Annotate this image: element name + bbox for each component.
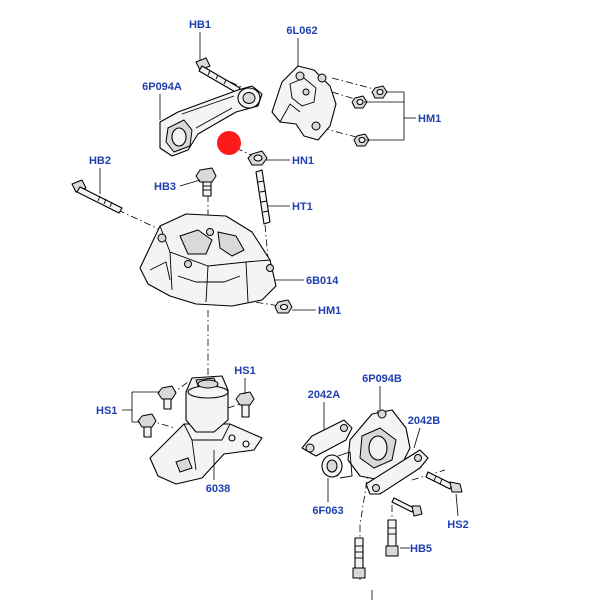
bracket-6l062[interactable] [271,65,337,141]
hs2-bolt[interactable] [425,471,463,493]
lower-stud[interactable] [352,537,366,579]
hb1-bolt[interactable] [195,57,241,94]
bushing-6f063[interactable] [321,451,353,479]
hb3-bolt[interactable] [195,167,217,197]
engine-mount-6038[interactable] [149,375,263,485]
label-hb3: HB3 [154,181,176,193]
torque-link-6p094a[interactable] [159,85,263,157]
label-hs1-left: HS1 [96,405,117,417]
label-6f063: 6F063 [312,505,343,517]
hm1-nut-middle[interactable] [351,95,368,109]
hm1-nut-upper[interactable] [371,85,388,99]
label-hm1-top: HM1 [418,113,441,125]
leader-lines [99,32,459,600]
label-hn1: HN1 [292,155,314,167]
label-hb5: HB5 [410,543,432,555]
label-hs2: HS2 [447,519,468,531]
label-hb1: HB1 [189,19,211,31]
hs1-bolt-left-lower[interactable] [137,413,157,438]
label-hb2: HB2 [89,155,111,167]
label-6l062: 6L062 [286,25,317,37]
hm1-nut-lower[interactable] [353,133,370,147]
hb5-bolt[interactable] [385,497,423,557]
label-2042a: 2042A [308,389,340,401]
bracket-2042b[interactable] [365,449,429,495]
hn1-nut[interactable] [247,150,268,166]
label-ht1: HT1 [292,201,313,213]
label-6038: 6038 [206,483,230,495]
label-6b014: 6B014 [306,275,339,287]
label-6p094b: 6P094B [362,373,402,385]
hs1-bolt-right[interactable] [235,391,255,418]
highlight-marker [217,131,241,155]
hm1-nut-bracket[interactable] [274,299,293,314]
label-6p094a: 6P094A [142,81,182,93]
label-2042b: 2042B [408,415,440,427]
hb2-bolt[interactable] [71,179,123,214]
torque-link-6p094b[interactable] [347,409,411,481]
label-hm1-mid: HM1 [318,305,341,317]
ht1-stud[interactable] [255,169,271,225]
main-bracket-6b014[interactable] [139,213,277,307]
label-hs1-right: HS1 [234,365,255,377]
hs1-bolt-left-upper[interactable] [157,385,177,410]
bracket-2042a[interactable] [301,419,353,457]
part-labels: HB1 6L062 6P094A HM1 HN1 HB2 HB3 HT1 6B0… [89,19,469,555]
